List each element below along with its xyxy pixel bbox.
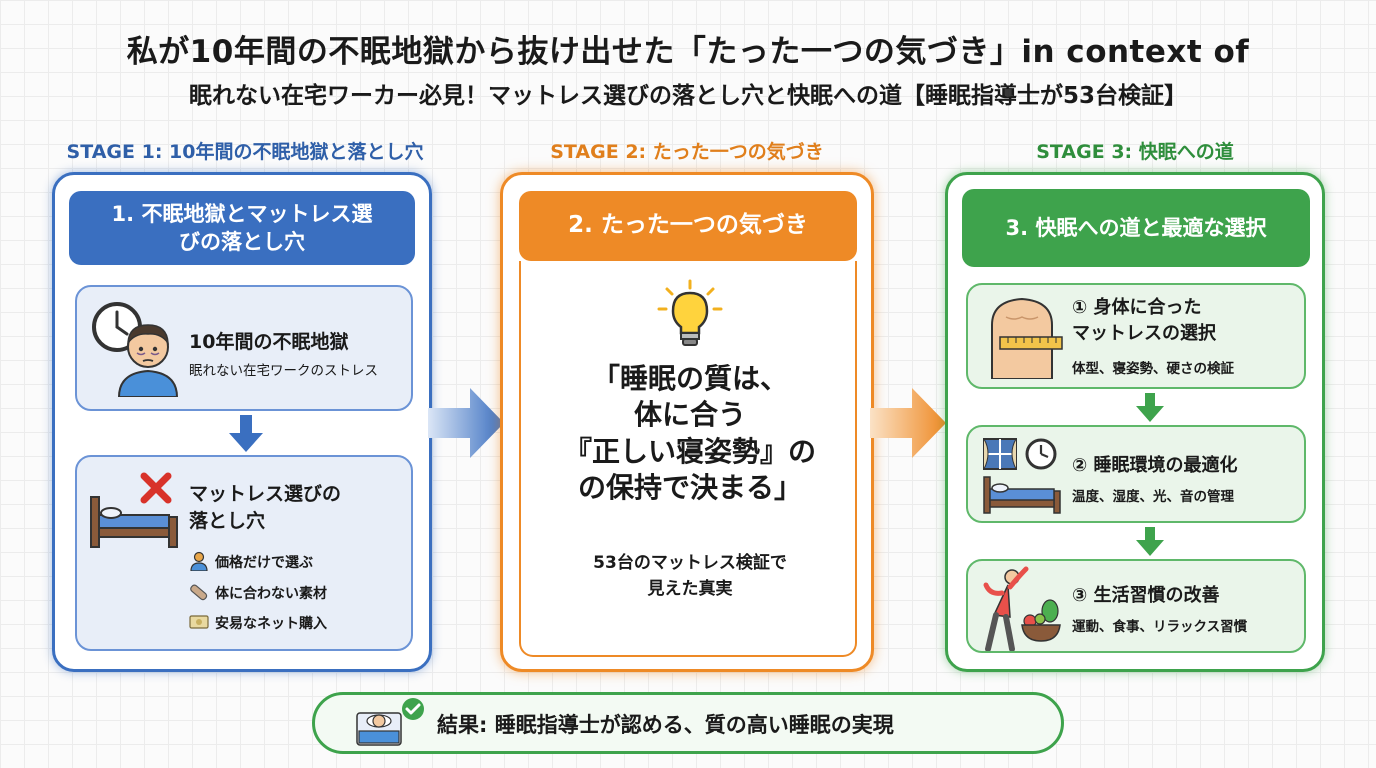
step-3-card: ③ 生活習慣の改善 運動、食事、リラックス習慣 [966, 559, 1306, 653]
bed-icon [983, 476, 1061, 514]
money-icon [189, 615, 209, 629]
cross-icon [140, 472, 172, 504]
result-banner: 結果: 睡眠指導士が認める、質の高い睡眠の実現 [312, 692, 1064, 754]
pitfall-title-line2: 落とし穴 [189, 509, 266, 532]
down-arrow-icon [1136, 393, 1164, 422]
stage-3-panel: 3. 快眠への道と最適な選択 ① 身体に合った マットレスの選択 体型、寝姿勢、… [945, 172, 1325, 672]
step-3-title: ③ 生活習慣の改善 [1072, 585, 1220, 606]
verification-note-line1: 53台のマットレス検証で [593, 553, 787, 573]
step-1-title-line1: ① 身体に合った [1072, 297, 1202, 318]
stage-2-header: 2. たった一つの気づき [519, 191, 857, 261]
pitfall-title-line1: マットレス選びの [189, 483, 342, 505]
stage-1-label: STAGE 1: 10年間の不眠地獄と落とし穴 [66, 141, 424, 163]
step-2-card: ② 睡眠環境の最適化 温度、湿度、光、音の管理 [966, 425, 1306, 523]
stage-2-to-3-arrow [870, 388, 946, 458]
stage-1-header: 1. 不眠地獄とマットレス選 びの落とし穴 [69, 191, 415, 265]
window-icon [983, 438, 1017, 470]
step-1-title-line2: マットレスの選択 [1072, 323, 1216, 345]
check-icon [402, 698, 424, 720]
insomnia-subtitle: 眠れない在宅ワークのストレス [189, 363, 378, 379]
insomnia-card: 10年間の不眠地獄 眠れない在宅ワークのストレス [75, 285, 413, 411]
page-subtitle: 眠れない在宅ワーカー必見！マットレス選びの落とし穴と快眠への道【睡眠指導士が53… [188, 83, 1187, 109]
verification-note: 53台のマットレス検証で 見えた真実 [521, 551, 859, 602]
stage-1-header-line1: 1. 不眠地獄とマットレス選 [111, 201, 373, 226]
step-2-title: ② 睡眠環境の最適化 [1072, 455, 1238, 476]
page-title: 私が10年間の不眠地獄から抜け出せた「たった一つの気づき」in context … [126, 34, 1250, 70]
pitfall-card: マットレス選びの 落とし穴 価格だけで選ぶ 体に合わない素材 安易なネット購入 [75, 455, 413, 651]
body-measure-icon [991, 297, 1063, 379]
stage-3-header: 3. 快眠への道と最適な選択 [962, 189, 1310, 267]
result-text: 結果: 睡眠指導士が認める、質の高い睡眠の実現 [437, 713, 894, 737]
lightbulb-icon [657, 279, 723, 346]
insomnia-title: 10年間の不眠地獄 [189, 331, 349, 353]
quote-line-3: 『正しい寝姿勢』の [563, 434, 816, 468]
bandage-icon [190, 584, 208, 601]
key-insight-quote: 「睡眠の質は、 体に合う 『正しい寝姿勢』の の保持で決まる」 [521, 361, 859, 507]
bed-icon [90, 496, 178, 548]
pitfall-title: マットレス選びの 落とし穴 [189, 481, 341, 534]
stage-2-panel: 2. たった一つの気づき 「睡眠の質は、 体に合う 『正しい寝姿勢』の の保持で… [500, 172, 874, 672]
bullet-price: 価格だけで選ぶ [215, 555, 313, 571]
quote-line-4: の保持で決まる」 [577, 471, 802, 505]
step-3-subtitle: 運動、食事、リラックス習慣 [1072, 619, 1248, 635]
clock-icon [1025, 438, 1057, 470]
exercise-icon [983, 566, 1029, 651]
step-2-subtitle: 温度、湿度、光、音の管理 [1072, 489, 1234, 505]
down-arrow-icon [229, 415, 263, 452]
bullet-online: 安易なネット購入 [215, 616, 327, 632]
stage-2-body: 「睡眠の質は、 体に合う 『正しい寝姿勢』の の保持で決まる」 53台のマットレ… [519, 261, 857, 657]
step-1-card: ① 身体に合った マットレスの選択 体型、寝姿勢、硬さの検証 [966, 283, 1306, 389]
stage-2-label: STAGE 2: たった一つの気づき [550, 141, 824, 163]
tired-person-icon [117, 324, 179, 397]
quote-line-1: 「睡眠の質は、 [591, 362, 788, 395]
stage-1-panel: 1. 不眠地獄とマットレス選 びの落とし穴 10年間の不眠地獄 眠れない在宅ワー… [52, 172, 432, 672]
sleeping-person-icon [356, 712, 402, 746]
stage-1-to-2-arrow [428, 388, 504, 458]
person-icon [190, 551, 208, 571]
bullet-material: 体に合わない素材 [215, 586, 327, 602]
vegetables-icon [1021, 599, 1061, 642]
step-1-title: ① 身体に合った マットレスの選択 [1072, 295, 1216, 347]
step-1-subtitle: 体型、寝姿勢、硬さの検証 [1072, 361, 1234, 377]
verification-note-line2: 見えた真実 [647, 578, 733, 599]
stage-3-label: STAGE 3: 快眠への道 [1036, 141, 1234, 163]
quote-line-2: 体に合う [633, 398, 746, 432]
down-arrow-icon [1136, 527, 1164, 556]
stage-1-header-line2: びの落とし穴 [179, 230, 305, 254]
